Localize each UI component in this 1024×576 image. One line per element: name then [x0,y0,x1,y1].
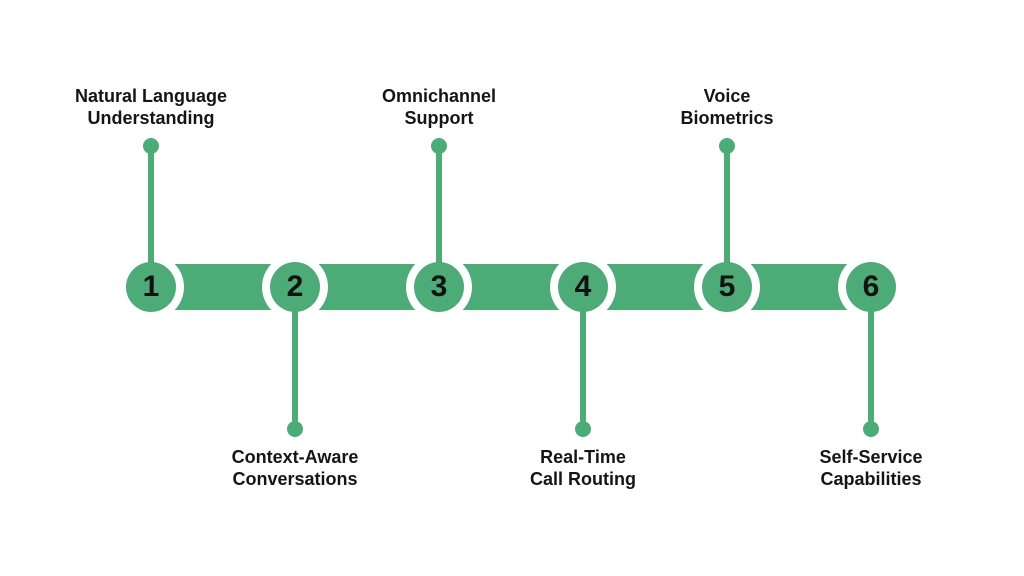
item-label: Self-Service Capabilities [819,447,923,489]
step-circle: 6 [846,262,896,312]
step-circle: 4 [558,262,608,312]
item-label: Natural Language Understanding [74,86,228,128]
item-label: Voice Biometrics [680,86,774,128]
step-number: 5 [718,270,736,303]
step-circle: 2 [270,262,320,312]
step-number: 6 [862,270,880,303]
step-number: 4 [574,270,592,303]
connector-stem [292,287,298,430]
step-circle: 5 [702,262,752,312]
connector-stem [868,287,874,430]
item-label: Context-Aware Conversations [231,447,359,489]
step-number: 1 [142,270,160,303]
connector-stem [580,287,586,430]
connector-stem [436,146,442,291]
connector-stem [724,146,730,291]
step-number: 3 [430,270,448,303]
step-circle: 3 [414,262,464,312]
item-label: Real-Time Call Routing [530,447,636,489]
step-number: 2 [286,270,304,303]
timeline-bar [151,264,871,310]
connector-stem [148,146,154,291]
step-circle: 1 [126,262,176,312]
item-label: Omnichannel Support [381,86,497,128]
